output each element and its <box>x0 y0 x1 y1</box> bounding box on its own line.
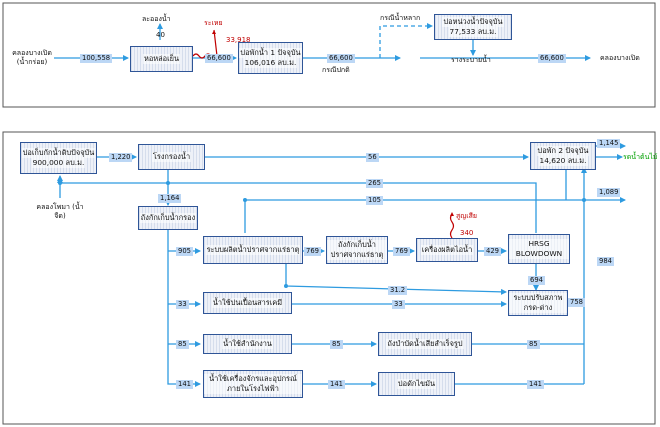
flow-label-office-to-septic: 85 <box>330 340 343 349</box>
flow-label-105: 105 <box>366 196 383 205</box>
retention-label: บ่อหน่วงน้ำปัจจุบัน <box>442 17 504 27</box>
conditioning-label: ระบบปรับสภาพ กรด-ด่าง <box>509 293 567 313</box>
flow-label-to-demin: 905 <box>176 247 193 256</box>
pond2-label: บ่อพัก 2 ปัจจุบัน <box>536 146 590 156</box>
source-bangpoet-brackish: คลองบางเปิด (น้ำกร่อย) <box>12 49 52 66</box>
pond2-box: บ่อพัก 2 ปัจจุบัน 14,620 ลบ.ม. <box>530 142 596 170</box>
pond1-label: บ่อพักน้ำ 1 ปัจจุบัน <box>239 48 302 58</box>
demin-label: ระบบผลิตน้ำปราศจากแร่ธาตุ <box>205 245 301 255</box>
loss-label: สูญเสีย <box>456 212 478 220</box>
bottom-panel-frame <box>2 131 656 425</box>
retention-volume: 77,533 ลบ.ม. <box>448 27 498 37</box>
evaporation-label: ละอองน้ำ <box>142 15 171 23</box>
sea-discharge-label: ระเหย <box>204 19 223 27</box>
cooling-tower-box: หอหล่อเย็น <box>130 46 193 72</box>
demin-tank-box: ถังกักเก็บน้ำปราศจากแร่ธาตุ <box>326 236 388 264</box>
flow-label-in: 100,558 <box>80 54 113 63</box>
chemical-label: น้ำใช้ปนเปื้อนสารเคมี <box>211 298 284 308</box>
flow-label-tank-to-boiler: 769 <box>393 247 410 256</box>
flow-label-raw-to-treat: 1,220 <box>109 153 133 162</box>
flow-label-chem-to-cond: 33 <box>392 300 405 309</box>
demin-tank-label: ถังกักเก็บน้ำปราศจากแร่ธาตุ <box>327 240 387 260</box>
flow-label-return-265: 265 <box>366 179 383 188</box>
evaporation-value: 40 <box>156 31 165 39</box>
flow-label-pond-out: 66,600 <box>327 54 355 63</box>
flow-label-to-machinery: 141 <box>176 380 193 389</box>
treatment-plant-box: โรงกรองน้ำ <box>138 144 205 170</box>
pond1-box: บ่อพักน้ำ 1 ปัจจุบัน 106,016 ลบ.ม. <box>238 42 303 74</box>
flow-label-pond2-out: 1,145 <box>597 139 621 148</box>
dest-bangpoet: คลองบางเปิด <box>600 54 640 62</box>
raw-pond-box: บ่อเก็บกักน้ำดิบปัจจุบัน 900,000 ลบ.ม. <box>20 142 97 174</box>
cooling-tower-label: หอหล่อเย็น <box>142 54 181 64</box>
flow-label-treat-down: 1,164 <box>158 194 182 203</box>
flood-case-label: กรณีน้ำหลาก <box>380 14 421 22</box>
hrsg-box: HRSG BLOWDOWN <box>508 234 570 264</box>
flow-label-984: 984 <box>597 257 614 266</box>
flow-label-1089: 1,089 <box>597 188 621 197</box>
chemical-box: น้ำใช้ปนเปื้อนสารเคมี <box>203 292 292 314</box>
flow-label-ct-to-pond: 66,600 <box>205 54 233 63</box>
demin-box: ระบบผลิตน้ำปราศจากแร่ธาตุ <box>203 236 303 264</box>
raw-pond-volume: 900,000 ลบ.ม. <box>31 158 86 168</box>
raw-pond-label: บ่อเก็บกักน้ำดิบปัจจุบัน <box>21 148 96 158</box>
flow-label-to-chem: 33 <box>176 300 189 309</box>
flow-label-boiler-to-hrsg: 429 <box>484 247 501 256</box>
machinery-box: น้ำใช้เครื่องจักรและอุปกรณ์ภายในโรงไฟฟ้า <box>203 370 303 398</box>
sea-discharge-value: 33,918 <box>226 36 251 44</box>
retention-pond-box: บ่อหน่วงน้ำปัจจุบัน 77,533 ลบ.ม. <box>434 14 512 40</box>
pond2-volume: 14,620 ลบ.ม. <box>538 156 588 166</box>
loss-value: 340 <box>460 229 474 237</box>
office-box: น้ำใช้สำนักงาน <box>203 334 292 354</box>
flow-label-treat-to-pond2: 56 <box>366 153 379 162</box>
septic-label: ถังบำบัดน้ำเสียสำเร็จรูป <box>386 339 464 349</box>
flow-label-mach-to-grease: 141 <box>328 380 345 389</box>
tree-watering-label: รดน้ำต้นไม้ <box>623 153 658 161</box>
hrsg-label: HRSG BLOWDOWN <box>509 239 569 259</box>
treatment-label: โรงกรองน้ำ <box>151 152 192 162</box>
flow-label-septic-out: 85 <box>527 340 540 349</box>
flow-label-demin-to-tank: 769 <box>304 247 321 256</box>
flow-label-cond-out: 758 <box>568 298 585 307</box>
drain-label: รางระบายน้ำ <box>451 56 491 64</box>
boiler-label: เครื่องผลิตไอน้ำ <box>420 245 474 255</box>
conditioning-box: ระบบปรับสภาพ กรด-ด่าง <box>508 290 568 316</box>
grease-label: บ่อดักไขมัน <box>396 379 437 389</box>
flow-label-to-office: 85 <box>176 340 189 349</box>
source-phoma: คลองโพมา (น้ำจืด) <box>36 203 84 220</box>
machinery-label: น้ำใช้เครื่องจักรและอุปกรณ์ภายในโรงไฟฟ้า <box>204 374 302 394</box>
pond1-volume: 106,016 ลบ.ม. <box>243 58 298 68</box>
flow-label-hrsg-to-cond: 694 <box>528 276 545 285</box>
flow-label-grease-out: 141 <box>527 380 544 389</box>
normal-case-label: กรณีปกติ <box>322 66 350 74</box>
top-panel-frame <box>2 2 656 108</box>
boiler-box: เครื่องผลิตไอน้ำ <box>416 238 478 262</box>
flow-label-drain-out: 66,600 <box>538 54 566 63</box>
flow-label-demin-to-cond: 31.2 <box>388 286 408 295</box>
filtered-tank-box: ถังกักเก็บน้ำกรอง <box>138 206 198 230</box>
filtered-tank-label: ถังกักเก็บน้ำกรอง <box>139 213 197 223</box>
office-label: น้ำใช้สำนักงาน <box>222 339 273 349</box>
grease-trap-box: บ่อดักไขมัน <box>378 372 455 396</box>
septic-box: ถังบำบัดน้ำเสียสำเร็จรูป <box>378 332 472 356</box>
